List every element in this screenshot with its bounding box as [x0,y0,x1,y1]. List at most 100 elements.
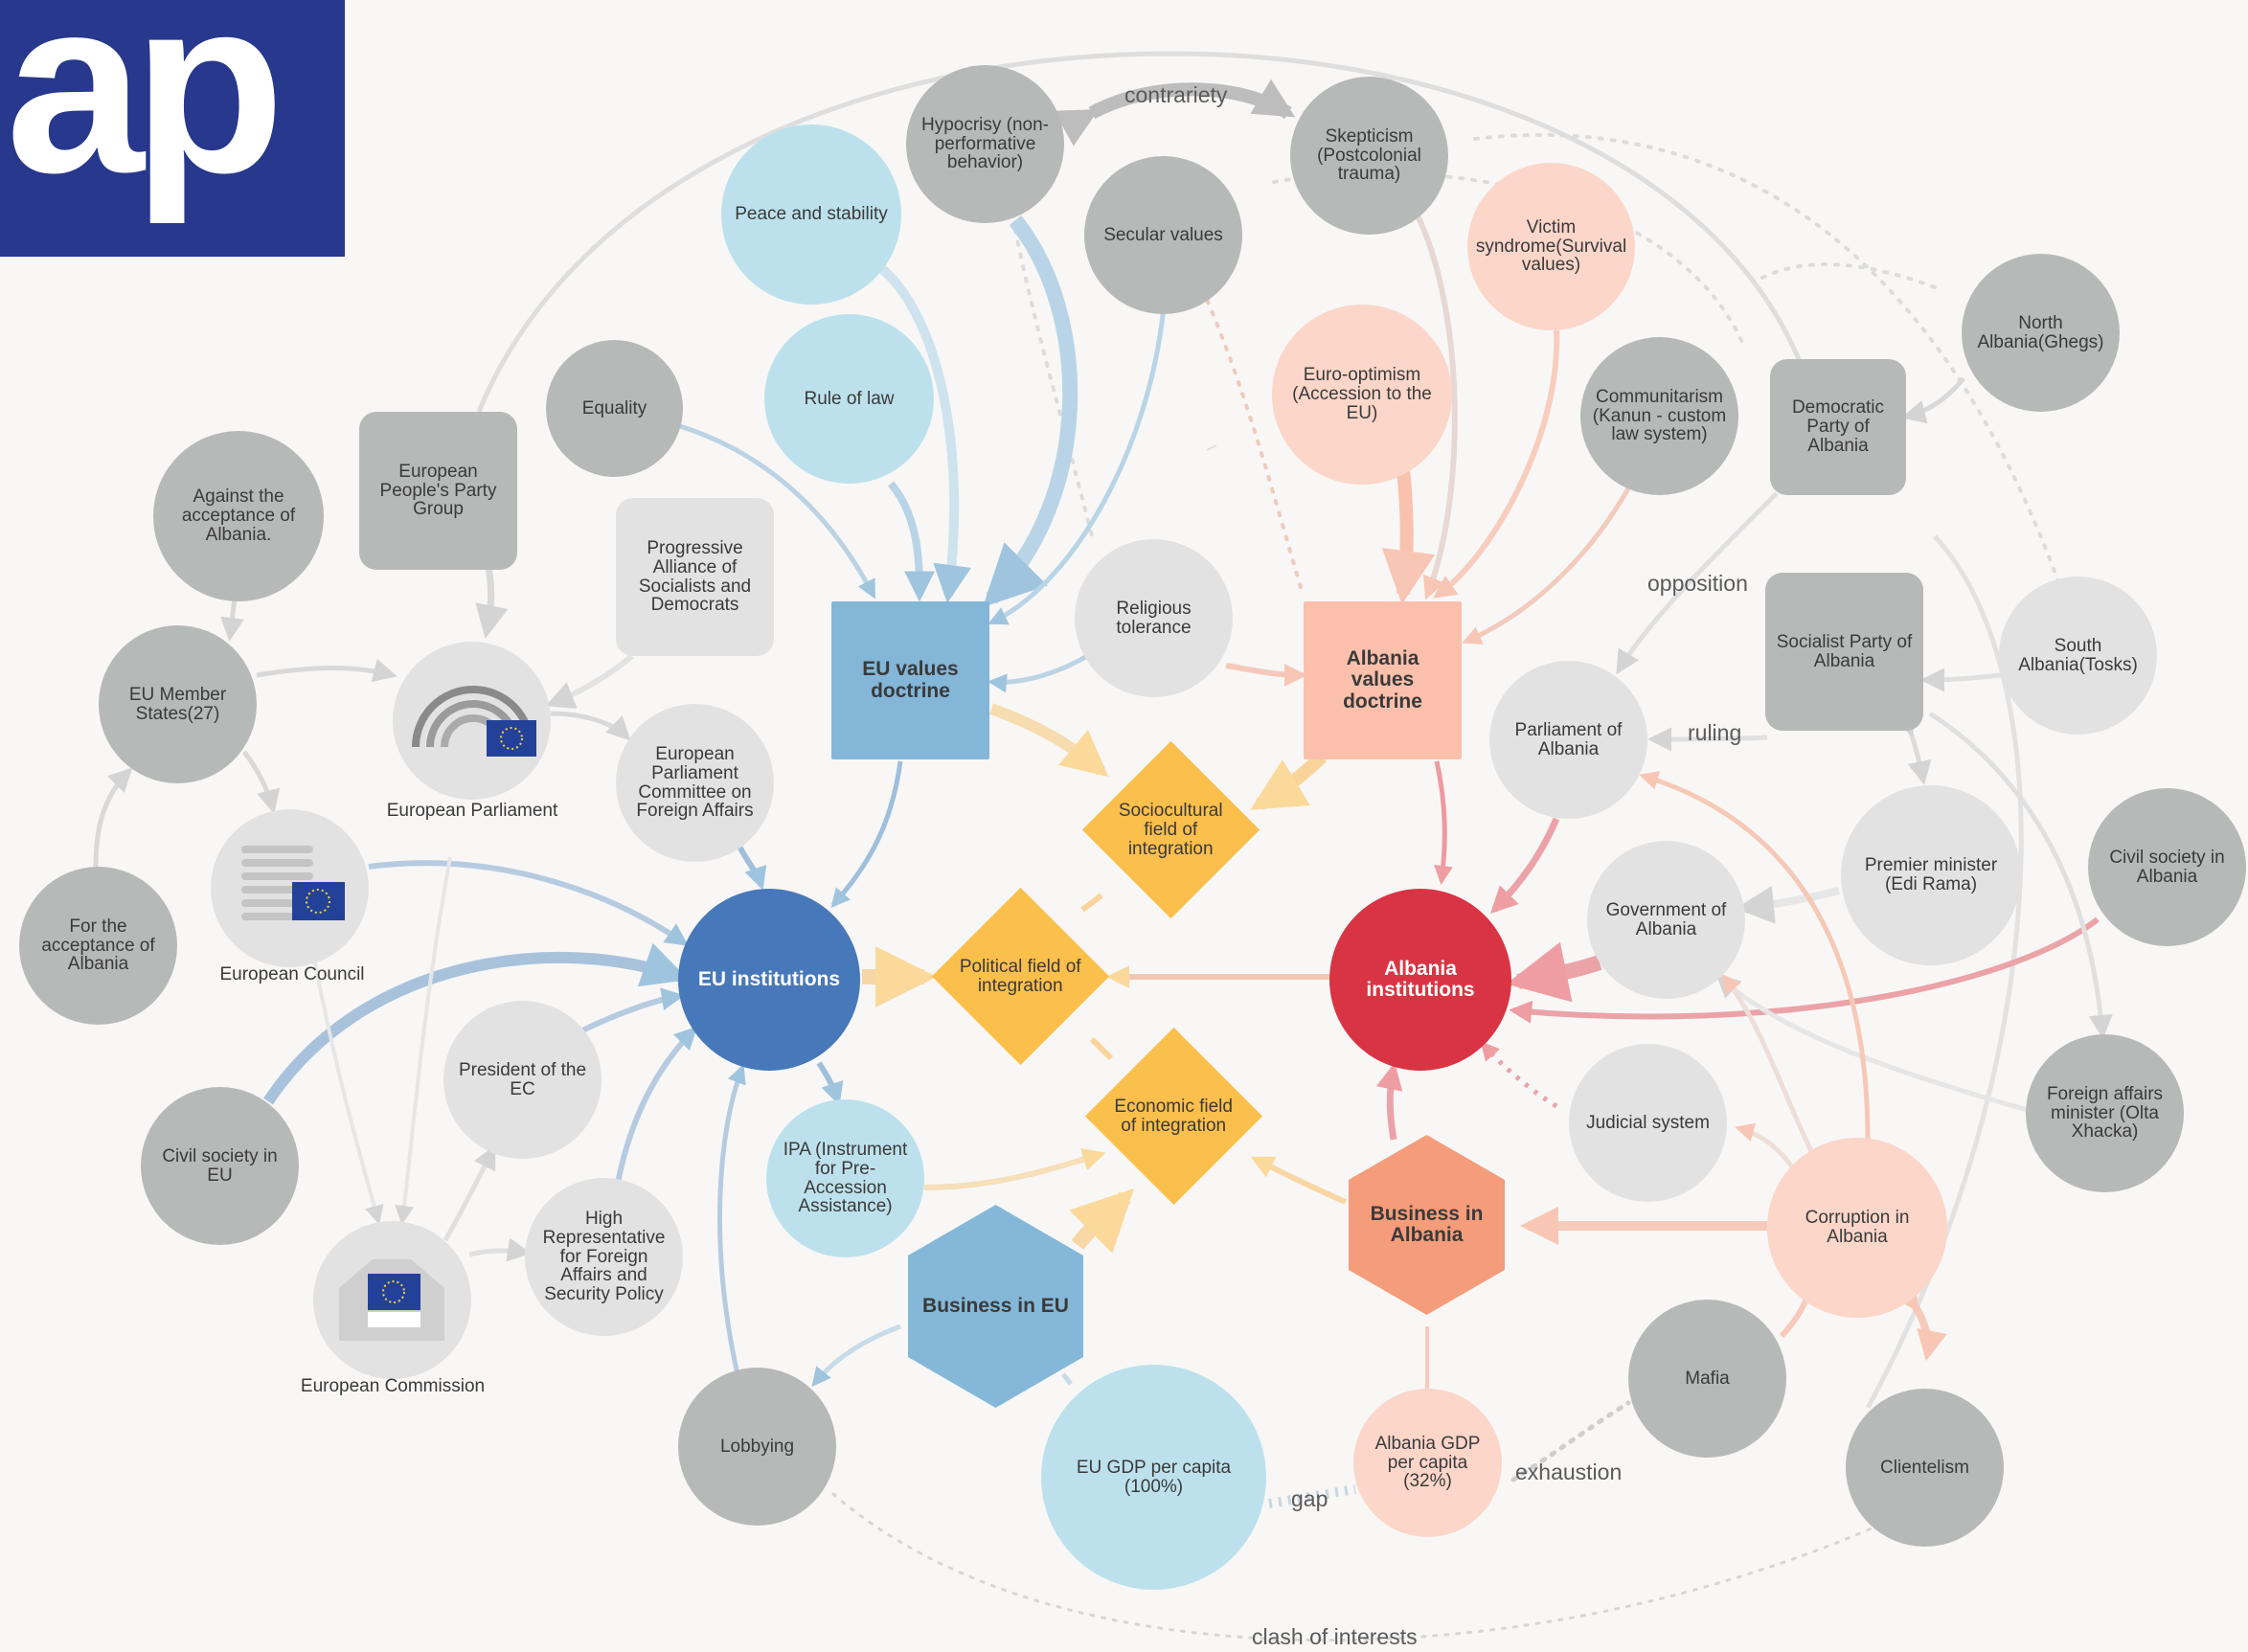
node-rule-of-law[interactable]: Rule of law [764,314,934,484]
node-label: South Albania(Tosks) [2018,635,2138,675]
edge-skepticism-albania-values [1415,214,1458,600]
node-secular-values[interactable]: Secular values [1084,156,1242,314]
edge-eu-values-sociocultural [988,703,1109,778]
node-label: Progressive Alliance of Socialists and D… [638,537,752,616]
edge-premier-government [1736,885,1840,924]
node-label: Albania institutions [1366,957,1475,1001]
node-label: Equality [581,397,647,419]
node-label: Political field of integration [960,956,1081,996]
edge-communitarism-albania-values [1462,487,1631,645]
node-north-albania[interactable]: North Albania(Ghegs) [1962,254,2120,412]
node-business-eu[interactable]: Business in EU [908,1205,1083,1408]
node-for-acceptance[interactable]: For the acceptance of Albania [19,867,177,1025]
node-south-albania[interactable]: South Albania(Tosks) [1999,577,2157,735]
node-civil-society-albania[interactable]: Civil society in Albania [2088,788,2246,946]
node-label: European Parliament Committee on Foreign… [636,743,754,822]
node-label: Sociocultural field of integration [1119,800,1223,859]
edge-stub [1206,444,1217,451]
edge-corruption-judicial [1735,1122,1799,1175]
node-victim-syndrome[interactable]: Victim syndrome(Survival values) [1467,163,1635,330]
edge-council-eu-institutions [368,860,689,946]
node-clientelism[interactable]: Clientelism [1846,1389,2004,1547]
edge-corruption-clientelism [1889,1278,1947,1362]
edge-member-states-council [241,750,281,814]
node-eu-values-doctrine[interactable]: EU values doctrine [831,601,989,759]
node-eu-institutions[interactable]: EU institutions [678,889,860,1071]
node-corruption-albania[interactable]: Corruption in Albania [1767,1138,1947,1318]
node-skepticism[interactable]: Skepticism (Postcolonial trauma) [1290,77,1448,235]
node-high-representative[interactable]: High Representative for Foreign Affairs … [525,1178,683,1336]
edge-albania-values-sociocultural [1250,752,1327,811]
node-albania-gdp[interactable]: Albania GDP per capita (32%) [1353,1389,1502,1537]
node-mafia[interactable]: Mafia [1628,1300,1786,1458]
node-business-albania[interactable]: Business in Albania [1349,1135,1505,1315]
edge-label-exhaustion: exhaustion [1515,1460,1623,1484]
node-label: North Albania(Ghegs) [1977,312,2104,352]
edge-parliament-albania-institutions [1490,817,1560,914]
node-peace-and-stability[interactable]: Peace and stability [721,124,901,305]
node-judicial-system[interactable]: Judicial system [1569,1044,1727,1202]
edge-label-opposition: opposition [1647,571,1748,596]
node-eu-member-states[interactable]: EU Member States(27) [99,625,257,783]
edge-epp-parliament [475,566,509,639]
node-democratic-party[interactable]: Democratic Party of Albania [1770,359,1906,495]
node-label: Against the acceptance of Albania. [181,487,296,545]
node-euro-optimism[interactable]: Euro-optimism (Accession to the EU) [1272,305,1452,485]
edge-secular-albania-values [1195,276,1305,596]
edge-religious-eu-values [988,653,1089,693]
node-president-ec[interactable]: President of the EC [443,1001,602,1159]
node-socialist-party[interactable]: Socialist Party of Albania [1765,573,1923,731]
node-label: Religious tolerance [1116,598,1192,638]
edge-label-ruling: ruling [1688,720,1742,745]
node-against-acceptance[interactable]: Against the acceptance of Albania. [153,431,324,601]
node-foreign-minister[interactable]: Foreign affairs minister (Olta Xhacka) [2026,1034,2184,1192]
node-label: Judicial system [1586,1112,1710,1133]
edge-lobbying-eu-institutions [717,1064,746,1375]
edge-parliament-committee [550,711,631,741]
node-eu-gdp[interactable]: EU GDP per capita (100%) [1041,1365,1266,1590]
node-european-commission[interactable] [313,1221,471,1379]
edge-skepticism-south [1473,132,2061,586]
edge-socialist-parliament [1647,727,1768,752]
node-label: European People's Party Group [379,461,497,520]
node-civil-society-eu[interactable]: Civil society in EU [141,1087,299,1245]
node-equality[interactable]: Equality [546,340,683,477]
node-ipa[interactable]: IPA (Instrument for Pre-Accession Assist… [766,1099,924,1257]
node-parliament-albania[interactable]: Parliament of Albania [1489,661,1647,819]
node-religious-tolerance[interactable]: Religious tolerance [1075,539,1233,697]
edge-label-contrariety: contrariety [1124,82,1228,107]
node-communitarism[interactable]: Communitarism (Kanun - custom law system… [1580,337,1738,495]
node-label: Parliament of Albania [1514,719,1623,759]
node-government-albania[interactable]: Government of Albania [1587,841,1745,999]
node-label: High Representative for Foreign Affairs … [542,1208,666,1305]
node-ep-committee[interactable]: European Parliament Committee on Foreign… [616,704,774,862]
node-label: Business in Albania [1370,1202,1484,1246]
node-label: Secular values [1103,224,1223,245]
edge-foreign-minister-government [1715,973,2032,1114]
node-european-parliament[interactable] [393,642,551,800]
edge-political-sociocultural [1080,893,1103,913]
node-label: Skepticism (Postcolonial trauma) [1317,125,1421,185]
node-label: Rule of law [804,388,895,409]
node-european-council[interactable] [211,809,369,967]
edge-president-eu-institutions [573,987,685,1037]
logo-text: ap [6,0,284,225]
node-epp-group[interactable]: European People's Party Group [359,412,517,570]
edge-victim-albania-values [1433,329,1560,599]
edge-albania-values-albania-institutions [1434,760,1453,885]
node-albania-institutions[interactable]: Albania institutions [1329,889,1511,1071]
edge-south-socialist [1920,668,2003,692]
node-albania-values-doctrine[interactable]: Albania values doctrine [1304,601,1462,759]
node-label: Lobbying [719,1436,795,1457]
node-label: IPA (Instrument for Pre-Accession Assist… [783,1139,908,1217]
caption-european-parliament: European Parliament [386,801,558,821]
node-premier-minister[interactable]: Premier minister (Edi Rama) [1841,785,2021,965]
edge-socialist-foreign-minister [1928,711,2113,1039]
node-progressive-alliance[interactable]: Progressive Alliance of Socialists and D… [616,498,774,656]
node-lobbying[interactable]: Lobbying [678,1368,836,1526]
edge-exhaustion [1510,1400,1631,1482]
edge-parliament-commission [395,856,452,1225]
node-label: Business in EU [922,1294,1069,1317]
node-hypocrisy[interactable]: Hypocrisy (non-performative behavior) [906,65,1064,223]
